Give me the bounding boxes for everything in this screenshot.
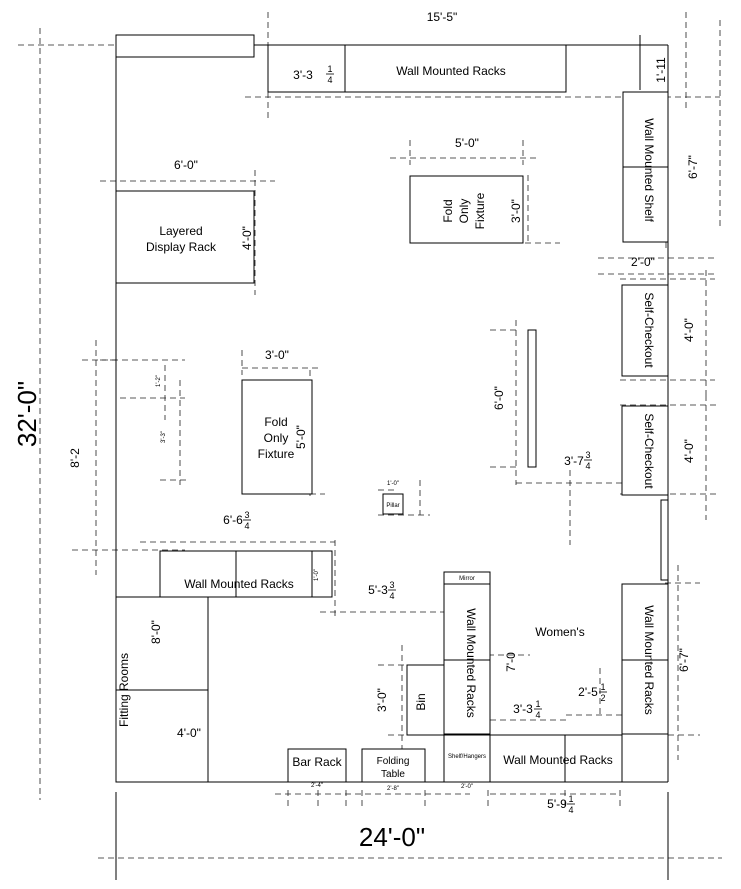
fixture-labels: Wall Mounted Racks Wall Mounted Shelf La…	[117, 64, 656, 769]
dim-4-0-sc2: 4'-0"	[682, 439, 696, 463]
wall-racks-bottom	[489, 734, 623, 783]
side-window	[660, 499, 669, 581]
frac-5-3: 3	[389, 580, 394, 590]
dim-3-0-fold: 3'-0"	[509, 199, 523, 223]
label-bar-rack: Bar Rack	[292, 755, 342, 769]
dim-5-9: 5'-9	[547, 797, 567, 811]
dim-6-6: 6'-6	[223, 513, 243, 527]
hanging-rail	[527, 329, 537, 468]
dim-top-15-5: 15'-5"	[427, 10, 458, 24]
wall-racks-center	[443, 583, 491, 735]
dim-8-2: 8'-2	[68, 448, 82, 468]
dim-4-0-layered: 4'-0"	[240, 226, 254, 250]
label-wall-racks-mid: Wall Mounted Racks	[184, 577, 294, 591]
label-fold2-b: Only	[264, 431, 289, 445]
frac-2-5-d: 2	[600, 693, 605, 703]
dim-2-5: 2'-5	[578, 685, 598, 699]
dim-3-7: 3'-7	[564, 454, 584, 468]
self-checkout-2	[621, 405, 669, 496]
label-fold1-c: Fixture	[473, 192, 487, 229]
label-mirror: Mirror	[459, 576, 475, 582]
frac-6-6: 3	[244, 510, 249, 520]
overall-width: 24'-0"	[359, 822, 425, 852]
wall-racks-mid	[159, 550, 333, 598]
label-wall-racks-center: Wall Mounted Racks	[464, 608, 478, 718]
dim-1-0-pillar: 1'-0"	[387, 481, 399, 487]
dim-7-0: 7'-0	[504, 652, 518, 672]
dim-2-8: 2'-8"	[387, 786, 399, 792]
dim-6-0-rail: 6'-0"	[492, 386, 506, 410]
label-self-checkout-2: Self-Checkout	[642, 413, 656, 489]
frac-3-3-top-d: 4	[327, 75, 332, 85]
dim-1-0-small: 1'-0"	[314, 569, 320, 581]
frac-2-5: 1	[600, 682, 605, 692]
dim-5-3: 5'-3	[368, 583, 388, 597]
bin	[406, 664, 445, 736]
entry-window	[115, 34, 255, 58]
label-layered-1: Layered	[159, 224, 202, 238]
label-bin: Bin	[414, 693, 428, 710]
label-pillar: Pillar	[386, 503, 399, 509]
label-fold2-a: Fold	[264, 415, 287, 429]
dim-5-0-top: 5'-0"	[455, 136, 479, 150]
dim-2-0-gap: 2'-0"	[631, 255, 655, 269]
folding-table	[361, 748, 426, 783]
tiny-labels: Mirror Shelf/Hangers Pillar 1'-0" 1'-2" …	[156, 375, 486, 792]
frac-6-6-d: 4	[244, 521, 249, 531]
shelf-hangers	[443, 734, 491, 783]
label-fold1-b: Only	[457, 199, 471, 224]
dim-1-11: 1'-11	[654, 57, 668, 83]
frac-5-9-d: 4	[568, 805, 573, 815]
dim-3-3-top: 3'-3	[293, 68, 313, 82]
dim-8-0: 8'-0"	[149, 620, 163, 644]
frac-3-3-low-d: 4	[535, 710, 540, 720]
dim-6-7-low: 6'-7"	[677, 648, 691, 672]
frac-3-7: 3	[585, 450, 590, 460]
label-fold2-c: Fixture	[258, 447, 295, 461]
dim-2-0-shelf: 2'-0"	[461, 784, 473, 790]
frac-3-3-low: 1	[535, 699, 540, 709]
frac-3-7-d: 4	[585, 461, 590, 471]
label-shelf-hangers: Shelf/Hangers	[448, 754, 486, 760]
dimension-labels: 15'-5" 3'-3 1'-11 5'-0" 6'-0" 3'-0" 4'-0…	[68, 10, 700, 811]
fraction-marks: 1 4 3 4 3 4 3 4 1 4 1 2 1 4	[243, 64, 607, 815]
small-labels: Folding Table	[377, 756, 410, 780]
dim-6-0: 6'-0"	[174, 158, 198, 172]
dim-5-0-leftfold: 5'-0"	[294, 425, 308, 449]
label-fitting-rooms: Fitting Rooms	[117, 653, 131, 727]
wall-racks-right-low	[621, 583, 669, 735]
frac-3-3-top: 1	[327, 64, 332, 74]
dim-4-0-sc1: 4'-0"	[682, 318, 696, 342]
label-wall-racks-top: Wall Mounted Racks	[396, 64, 506, 78]
label-layered-2: Display Rack	[146, 240, 217, 254]
bar-rack	[287, 748, 347, 783]
label-fold1-a: Fold	[441, 199, 455, 222]
fold-fixture-left	[241, 379, 313, 495]
pillar	[382, 493, 404, 515]
label-wall-racks-right-low: Wall Mounted Racks	[642, 605, 656, 715]
frac-5-3-d: 4	[389, 591, 394, 601]
frac-5-9: 1	[568, 794, 573, 804]
dim-2-4: 2'-4"	[311, 783, 323, 789]
overall-depth: 32'-0"	[12, 381, 42, 447]
dim-4-0-fit: 4'-0"	[177, 726, 201, 740]
layered-display-rack	[115, 190, 255, 284]
fold-fixture-top	[409, 175, 524, 244]
self-checkout-1	[621, 284, 669, 377]
dim-3-3-low: 3'-3	[513, 702, 533, 716]
dim-3-0-leftfold: 3'-0"	[265, 348, 289, 362]
label-self-checkout-1: Self-Checkout	[642, 292, 656, 368]
wall-racks-top	[267, 44, 567, 93]
fixtures	[115, 34, 669, 783]
label-wall-racks-bottom: Wall Mounted Racks	[503, 753, 613, 767]
dim-6-7-top: 6'-7"	[686, 155, 700, 179]
dim-3-0-bin: 3'-0"	[375, 688, 389, 712]
label-womens: Women's	[535, 625, 584, 639]
dim-1-2: 1'-2"	[156, 375, 162, 387]
dim-3-3-wall: 3'-3"	[161, 431, 167, 443]
label-wall-shelf-right: Wall Mounted Shelf	[642, 118, 656, 222]
label-folding-table-2: Table	[381, 769, 405, 780]
label-folding-table-1: Folding	[377, 756, 410, 767]
